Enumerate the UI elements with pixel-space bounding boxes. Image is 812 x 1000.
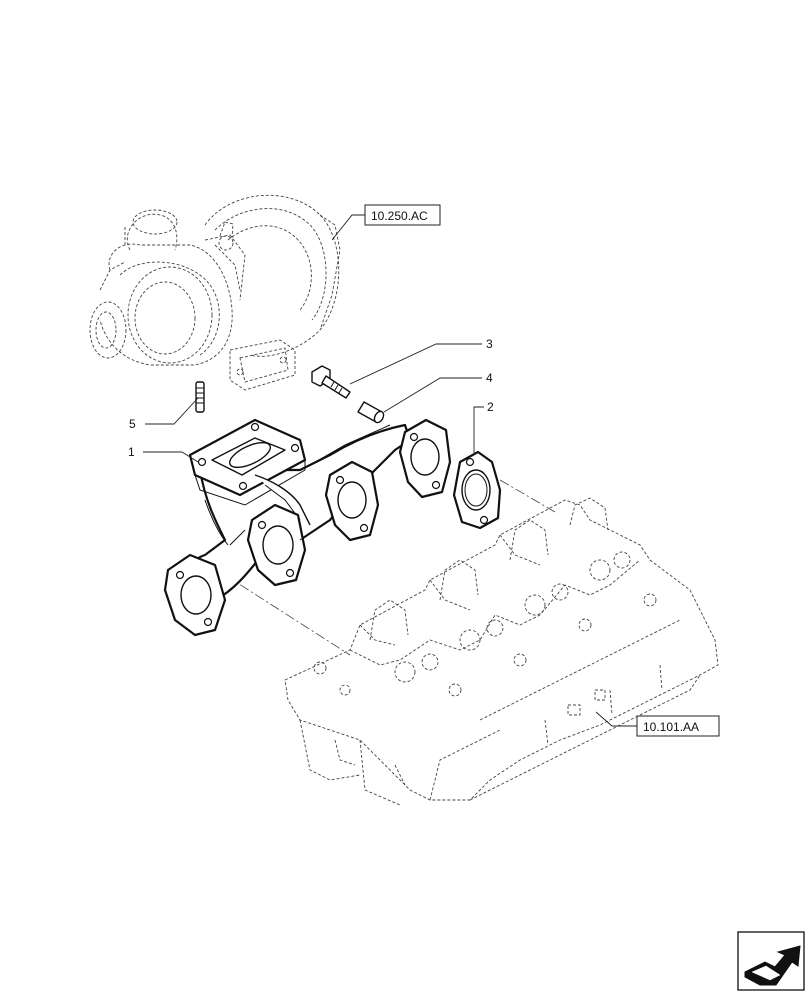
gasket-part-2	[452, 450, 502, 530]
callout-labels: 1 2 3 4 5	[128, 337, 494, 459]
next-page-arrow-icon[interactable]	[737, 931, 805, 991]
leader-lines	[143, 214, 637, 727]
stud-part-5	[195, 381, 205, 413]
callout-5: 5	[129, 417, 136, 431]
bolt-part-3	[311, 365, 351, 399]
reference-turbocharger[interactable]: 10.250.AC	[364, 204, 441, 226]
assembly-axis-lines	[224, 479, 556, 656]
callout-1: 1	[128, 445, 135, 459]
callout-3: 3	[486, 337, 493, 351]
reference-cylinder-head-label: 10.101.AA	[643, 720, 699, 734]
cylinder-head-phantom	[284, 497, 719, 806]
turbocharger-phantom	[89, 194, 341, 391]
callout-2: 2	[487, 400, 494, 414]
reference-cylinder-head[interactable]: 10.101.AA	[636, 715, 720, 737]
reference-turbocharger-label: 10.250.AC	[371, 209, 428, 223]
callout-4: 4	[486, 371, 493, 385]
exhaust-manifold-part-1	[163, 418, 452, 637]
spacer-part-4	[357, 401, 385, 424]
